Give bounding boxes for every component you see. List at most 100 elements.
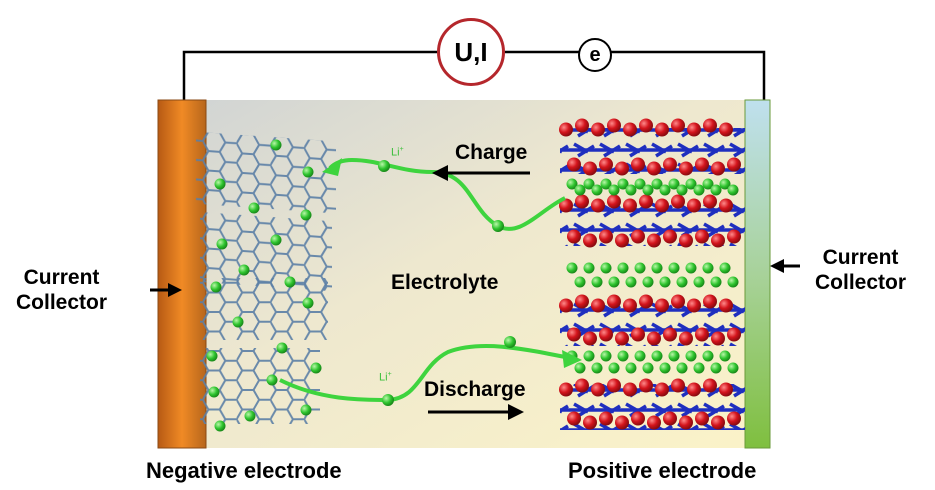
cathode-lithium-ion (651, 262, 663, 274)
anode-lithium-ion (206, 350, 218, 362)
oxygen-atom (567, 157, 581, 172)
charge-path-arrowhead (322, 158, 342, 176)
oxygen-atom (615, 233, 629, 248)
anode-lithium-ion (270, 234, 282, 246)
anode-lithium-ion (300, 209, 312, 221)
cathode-lithium-ion (642, 276, 654, 288)
discharge-label: Discharge (424, 378, 526, 401)
oxygen-atom (647, 233, 661, 248)
oxygen-atom (599, 411, 613, 426)
cathode-lithium-ion (659, 276, 671, 288)
cathode-lithium-ion (600, 262, 612, 274)
cathode-lithium-ion (668, 262, 680, 274)
cathode-lithium-ion (719, 262, 731, 274)
cathode-lithium-ion (685, 262, 697, 274)
oxygen-atom (623, 198, 637, 213)
oxygen-atom (615, 415, 629, 430)
cathode-lithium-ion (659, 184, 671, 196)
oxygen-atom (671, 378, 685, 393)
oxygen-atom (719, 298, 733, 313)
cathode-lithium-ion (566, 178, 578, 190)
oxygen-atom (687, 382, 701, 397)
oxygen-atom (719, 382, 733, 397)
cathode-lithium-ion (583, 350, 595, 362)
cathode-lithium-ion (642, 184, 654, 196)
oxygen-atom (575, 194, 589, 209)
oxygen-atom (607, 118, 621, 133)
cathode-lithium-ion (583, 178, 595, 190)
oxygen-atom (727, 157, 741, 172)
oxygen-atom (599, 229, 613, 244)
cathode-lithium-ion (693, 276, 705, 288)
oxygen-atom (703, 194, 717, 209)
oxygen-atom (607, 378, 621, 393)
anode-lithium-ion (208, 386, 220, 398)
oxygen-atom (559, 382, 573, 397)
cathode-lithium-ion (693, 184, 705, 196)
cathode-lithium-ion (574, 184, 586, 196)
cathode-lithium-ion (566, 262, 578, 274)
anode-lithium-ion (302, 297, 314, 309)
cathode-lithium-ion (685, 178, 697, 190)
cathode-lithium-ion (600, 178, 612, 190)
oxygen-atom (727, 229, 741, 244)
cathode-lithium-ion (574, 276, 586, 288)
oxygen-atom (711, 161, 725, 176)
cathode-lithium-ion (668, 350, 680, 362)
cathode-lithium-ion (591, 276, 603, 288)
oxygen-atom (719, 122, 733, 137)
oxygen-atom (655, 382, 669, 397)
positive-electrode-label: Positive electrode (568, 458, 757, 483)
right-collector-arrow (770, 259, 800, 273)
oxygen-atom (703, 294, 717, 309)
cathode-lithium-ion (625, 184, 637, 196)
cathode-lithium-ion (608, 276, 620, 288)
electrolyte-label: Electrolyte (391, 271, 499, 294)
left-collector-line1: Current (23, 266, 100, 289)
anode-lithium-ion (244, 410, 256, 422)
oxygen-atom (591, 382, 605, 397)
cathode-lithium-ion (659, 362, 671, 374)
oxygen-atom (687, 122, 701, 137)
oxygen-atom (647, 161, 661, 176)
oxygen-atom (591, 122, 605, 137)
oxygen-atom (623, 298, 637, 313)
oxygen-atom (583, 161, 597, 176)
oxygen-atom (663, 411, 677, 426)
cathode-lithium-ion (583, 262, 595, 274)
oxygen-atom (607, 194, 621, 209)
oxygen-atom (591, 198, 605, 213)
oxygen-atom (559, 298, 573, 313)
anode-lithium-ion (248, 202, 260, 214)
oxygen-atom (559, 122, 573, 137)
oxygen-atom (711, 415, 725, 430)
oxygen-atom (695, 157, 709, 172)
cathode-lithium-ion (574, 362, 586, 374)
oxygen-atom (591, 298, 605, 313)
oxygen-atom (655, 198, 669, 213)
oxygen-atom (631, 327, 645, 342)
negative-electrode-label: Negative electrode (146, 458, 342, 483)
oxygen-atom (679, 233, 693, 248)
oxygen-atom (687, 298, 701, 313)
circuit-wire-left (182, 50, 437, 100)
oxygen-atom (567, 229, 581, 244)
electron-icon: e (578, 38, 612, 72)
oxygen-atom (663, 157, 677, 172)
cathode-lithium-ion (693, 362, 705, 374)
discharge-path-arrowhead (562, 350, 582, 368)
cathode-lithium-ion (634, 178, 646, 190)
anode-lithium-ion (214, 178, 226, 190)
cathode-lithium-ion (591, 362, 603, 374)
right-collector-line1: Current (822, 246, 899, 269)
circuit-wire-right (505, 50, 766, 100)
anode-lithium-ion (266, 374, 278, 386)
oxygen-atom (567, 411, 581, 426)
cathode-lithium-ion (727, 184, 739, 196)
oxygen-atom (583, 415, 597, 430)
right-current-collector-label: Current Collector (815, 245, 906, 295)
left-current-collector-label: Current Collector (16, 265, 107, 315)
anode-lithium-ion (232, 316, 244, 328)
cathode-lithium-ion (634, 350, 646, 362)
oxygen-atom (647, 415, 661, 430)
